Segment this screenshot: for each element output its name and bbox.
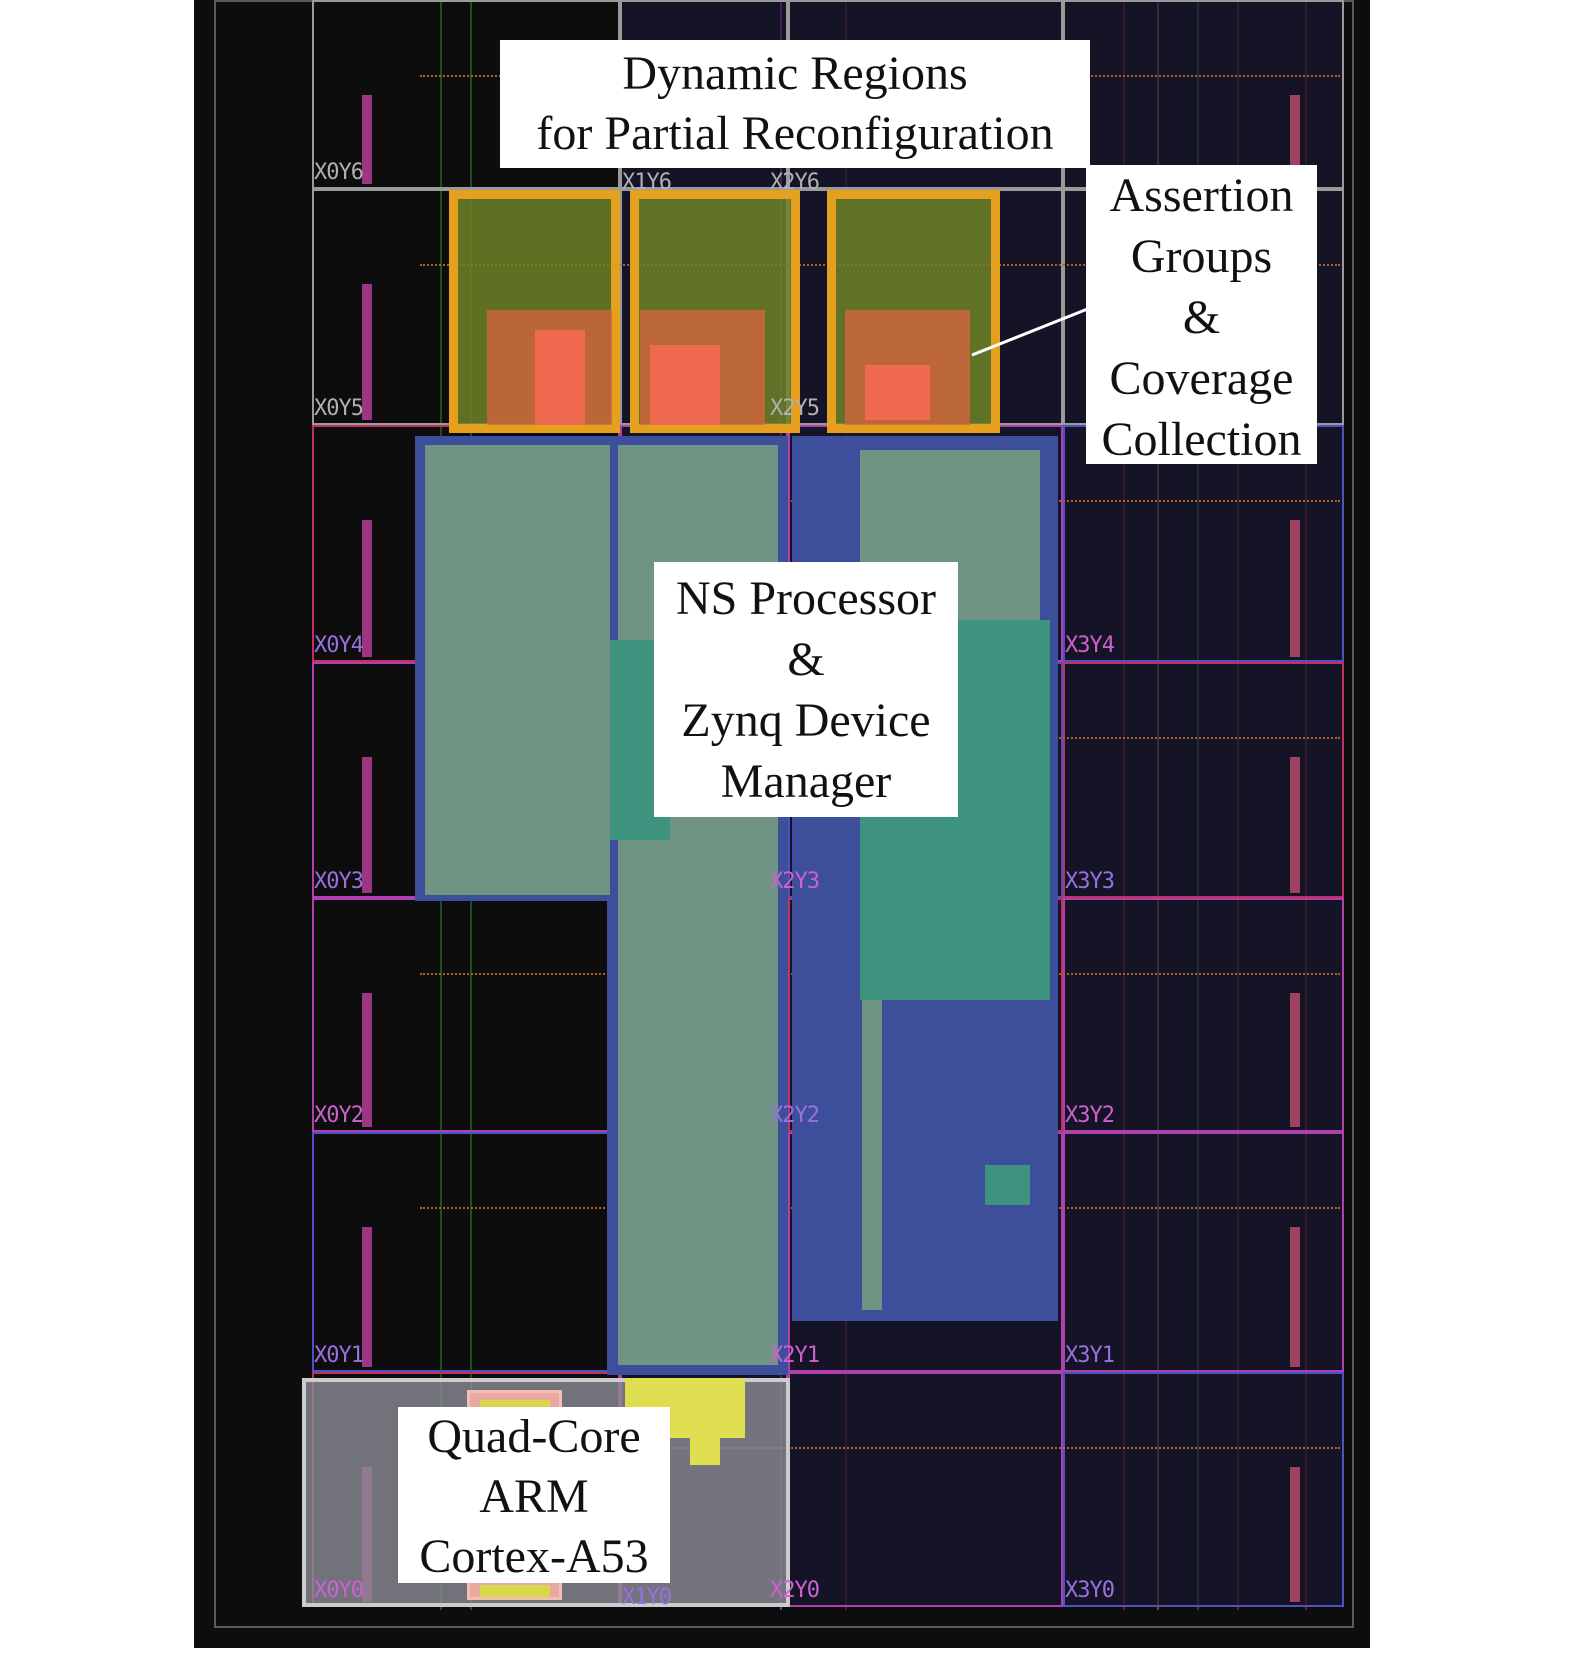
clock-region [312, 1132, 620, 1372]
clock-region [312, 898, 620, 1132]
label-line: Cortex-A53 [419, 1530, 649, 1583]
arm-label: Quad-Core ARM Cortex-A53 [398, 1407, 670, 1583]
io-bank [1290, 520, 1300, 657]
assertion-coverage-label: Assertion Groups & Coverage Collection [1086, 165, 1317, 466]
clock-region-label: X2Y0 [770, 1578, 820, 1603]
placed-logic [862, 1000, 882, 1310]
coverage-logic [535, 330, 585, 425]
clock-region-label: X0Y3 [314, 869, 364, 894]
clock-region-label: X2Y1 [770, 1343, 820, 1368]
io-bank [1290, 95, 1300, 184]
label-line: Manager [720, 755, 892, 808]
label-line: & [787, 633, 825, 686]
clock-region [1063, 0, 1344, 189]
label-line: for Partial Reconfiguration [536, 107, 1054, 160]
clock-region-label: X3Y4 [1065, 633, 1115, 658]
label-line: Assertion [1109, 169, 1294, 222]
clock-region-label: X0Y5 [314, 396, 364, 421]
label-line: Coverage [1109, 352, 1294, 405]
label-line: & [1182, 291, 1221, 344]
clock-region-label: X1Y0 [622, 1585, 672, 1610]
io-bank [1290, 1467, 1300, 1602]
clock-region-label: X3Y1 [1065, 1343, 1115, 1368]
clock-region-label: X0Y4 [314, 633, 364, 658]
clock-region-label: X3Y3 [1065, 869, 1115, 894]
clock-region-label: X0Y0 [314, 1578, 364, 1603]
label-line: Quad-Core [427, 1410, 641, 1463]
io-bank [1290, 1227, 1300, 1367]
clock-region-label: X1Y6 [622, 170, 672, 195]
ns-processor-label: NS Processor & Zynq Device Manager [654, 562, 958, 817]
clock-region-label: X2Y6 [770, 170, 820, 195]
clock-region-label: X2Y2 [770, 1103, 820, 1128]
clock-region [1063, 1132, 1344, 1372]
io-bank [1290, 993, 1300, 1127]
placed-logic [985, 1165, 1030, 1205]
io-bank [362, 993, 372, 1127]
routing-row [420, 1447, 1340, 1449]
clock-region [788, 1372, 1063, 1607]
placed-logic [425, 445, 610, 895]
io-bank [362, 284, 372, 420]
clock-region-label: X0Y1 [314, 1343, 364, 1368]
interconnect-logic [690, 1430, 720, 1465]
io-bank [362, 520, 372, 657]
clock-region-label: X3Y2 [1065, 1103, 1115, 1128]
label-line: Zynq Device [681, 694, 931, 747]
label-line: Dynamic Regions [622, 47, 968, 100]
io-bank [362, 95, 372, 184]
callout-line [971, 306, 1091, 357]
clock-region-label: X3Y0 [1065, 1578, 1115, 1603]
label-line: ARM [479, 1470, 589, 1523]
clock-region-label: X0Y6 [314, 160, 364, 185]
clock-region-label: X2Y5 [770, 396, 820, 421]
clock-region-label: X0Y2 [314, 1103, 364, 1128]
clock-region [1063, 662, 1344, 898]
io-bank [362, 757, 372, 893]
coverage-logic [650, 345, 720, 425]
io-bank [1290, 757, 1300, 893]
label-line: Groups [1130, 230, 1273, 283]
clock-region [1063, 898, 1344, 1132]
label-line: Collection [1101, 413, 1302, 466]
coverage-logic [865, 365, 930, 420]
label-line: NS Processor [676, 572, 936, 625]
dynamic-regions-label: Dynamic Regions for Partial Reconfigurat… [500, 40, 1090, 168]
io-bank [362, 1227, 372, 1367]
clock-region-label: X2Y3 [770, 869, 820, 894]
clock-region [1063, 1372, 1344, 1607]
arm-core-strip [480, 1585, 550, 1597]
